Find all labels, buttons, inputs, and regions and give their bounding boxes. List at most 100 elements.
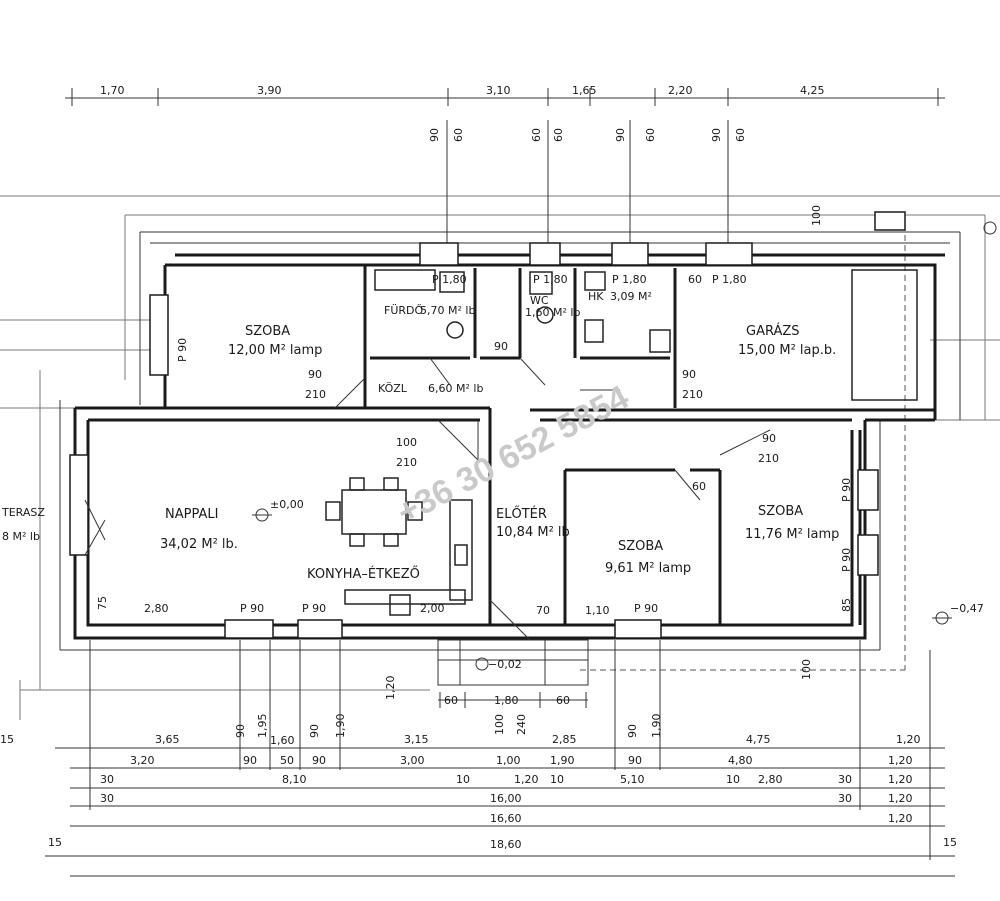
- win-dim-195: 1,95: [256, 714, 269, 739]
- win-head-4: 60: [734, 128, 747, 142]
- top-dim-1: 1,70: [100, 84, 125, 97]
- door-swings: [84, 357, 771, 641]
- row2-dim-4: 90: [312, 754, 326, 767]
- step-dim-3: 60: [556, 694, 570, 707]
- row1-dim-5: 1,20: [896, 733, 921, 746]
- p180-hk: P 1,80: [612, 273, 647, 286]
- top-dim-2: 3,90: [257, 84, 282, 97]
- top-dim-5: 2,20: [668, 84, 693, 97]
- p180-garazs: P 1,80: [712, 273, 747, 286]
- row3-dim-11: 1,20: [888, 773, 913, 786]
- level-entry: −0,02: [488, 658, 522, 671]
- room-area-wc: 1,60 M² lb: [525, 306, 580, 319]
- row3-dim-1: 30: [100, 773, 114, 786]
- row2-dim-2: 90: [243, 754, 257, 767]
- room-name-hk: HK: [588, 290, 604, 303]
- door-210-szoba-e: 210: [758, 452, 779, 465]
- room-name-eloter: ELŐTÉR: [496, 506, 547, 522]
- head-60-garazs: 60: [688, 273, 702, 286]
- bottom-dimension-chains: 3,65 3,15 2,85 4,75 1,20 3,20 90 1,60 90…: [0, 733, 957, 877]
- row5-dim-1: 16,60: [490, 812, 522, 825]
- row6-dim-2: 18,60: [490, 838, 522, 851]
- row1-dim-1: 3,65: [155, 733, 180, 746]
- roof-dim: 100: [810, 205, 823, 226]
- room-name-wc: WC: [530, 294, 549, 307]
- level-marker-entry: [475, 657, 489, 671]
- level-markers: ±0,00 −0,02 −0,47: [252, 221, 997, 671]
- row3-dim-8: 10: [726, 773, 740, 786]
- furdo-door-90: 90: [494, 340, 508, 353]
- door-90-szoba-e: 90: [762, 432, 776, 445]
- row2-dim-1: 3,20: [130, 754, 155, 767]
- room-name-kozl: KÖZL: [378, 382, 408, 395]
- room-name-garazs: GARÁZS: [746, 323, 800, 339]
- room-area-garazs: 15,00 M² lap.b.: [738, 343, 836, 358]
- room-name-furdo: FÜRDŐ: [384, 303, 423, 317]
- level-outside: −0,47: [950, 602, 984, 615]
- row3-dim-10: 30: [838, 773, 852, 786]
- row1-dim-3: 2,85: [552, 733, 577, 746]
- row4-dim-2: 16,00: [490, 792, 522, 805]
- furniture: [325, 269, 918, 616]
- win-dim-90-c: 90: [626, 724, 639, 738]
- room-area-szoba-mid: 9,61 M² lamp: [605, 561, 691, 576]
- p180-furdo: P 1,80: [432, 273, 467, 286]
- row2-dim-5: 3,00: [400, 754, 425, 767]
- win-parapet-4: 90: [710, 128, 723, 142]
- row1-dim-2: 3,15: [404, 733, 429, 746]
- step-dim-v1: 100: [493, 714, 506, 735]
- room-name-szoba-e: SZOBA: [758, 504, 803, 519]
- door-100-nappali: 100: [396, 436, 417, 449]
- row4-dim-4: 1,20: [888, 792, 913, 805]
- row3-dim-5: 1,20: [514, 773, 539, 786]
- room-name-konyha: KONYHA–ÉTKEZŐ: [307, 566, 420, 582]
- row3-dim-9: 2,80: [758, 773, 783, 786]
- row2-dim-6: 1,00: [496, 754, 521, 767]
- side-200: 2,00: [420, 602, 445, 615]
- room-area-eloter: 10,84 M² lb: [496, 525, 570, 540]
- step-dim-v2: 240: [515, 714, 528, 735]
- row3-dim-2: 50: [280, 754, 294, 767]
- step-dim-1: 60: [444, 694, 458, 707]
- row4-dim-1: 30: [100, 792, 114, 805]
- row3-dim-4: 10: [456, 773, 470, 786]
- win-head-3: 60: [644, 128, 657, 142]
- p180-wc: P 1,80: [533, 273, 568, 286]
- win-head-1: 60: [452, 128, 465, 142]
- win-parapet-3: 90: [614, 128, 627, 142]
- row1-dim-4: 4,75: [746, 733, 771, 746]
- row3-dim-7: 5,10: [620, 773, 645, 786]
- guide-lines: [0, 195, 1000, 720]
- room-labels: SZOBA 12,00 M² lamp FÜRDŐ 5,70 M² lb WC …: [1, 290, 839, 582]
- entrance-steps: 60 1,80 60 100 240 1,20 100: [384, 639, 813, 735]
- top-dimension-chain: 1,70 3,90 3,10 1,65 2,20 4,25: [65, 84, 945, 106]
- room-name-nappali: NAPPALI: [165, 507, 218, 522]
- p90-e1: P 90: [840, 478, 853, 502]
- garazs-door-210: 210: [682, 388, 703, 401]
- side-dim-120: 1,20: [384, 676, 397, 701]
- side-70: 70: [536, 604, 550, 617]
- garazs-door-90: 90: [682, 368, 696, 381]
- row-left-edge: 15: [0, 733, 14, 746]
- door-60-szoba-mid: 60: [692, 480, 706, 493]
- side-280: 2,80: [144, 602, 169, 615]
- room-area-hk: 3,09 M²: [610, 290, 652, 303]
- row5-dim-2: 1,20: [888, 812, 913, 825]
- dining-table: [341, 489, 407, 535]
- level-living: ±0,00: [270, 498, 304, 511]
- top-dim-6: 4,25: [800, 84, 825, 97]
- row2-dim-9: 4,80: [728, 754, 753, 767]
- row2-dim-8: 90: [628, 754, 642, 767]
- room-name-terasz: TERASZ: [1, 506, 45, 519]
- door-210-nappali: 210: [396, 456, 417, 469]
- row3-dim-3: 8,10: [282, 773, 307, 786]
- row2-dim-10: 1,20: [888, 754, 913, 767]
- window-leaders: 90 60 60 60 90 60 90 60 100: [428, 120, 823, 250]
- p90-s2: P 90: [302, 602, 326, 615]
- p90-s1: P 90: [240, 602, 264, 615]
- room-area-furdo: 5,70 M² lb: [420, 304, 475, 317]
- p90-s3: P 90: [634, 602, 658, 615]
- row2-dim-3: 1,60: [270, 734, 295, 747]
- win-parapet-1: 90: [428, 128, 441, 142]
